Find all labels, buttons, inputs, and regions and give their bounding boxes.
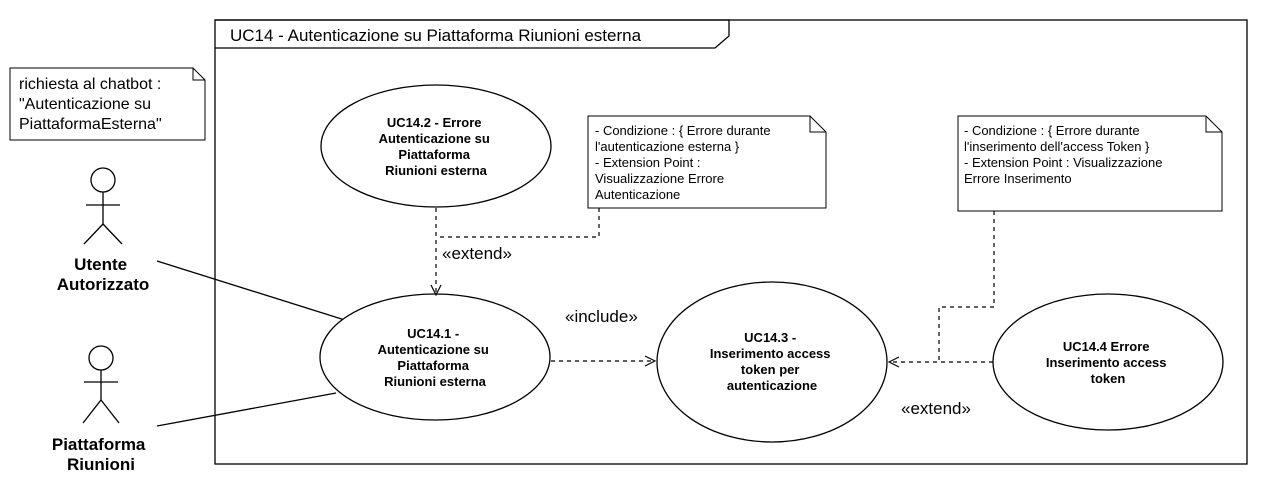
include-label: «include» xyxy=(565,307,638,326)
use-case-uc14-4[interactable]: UC14.4 Errore Inserimento access token xyxy=(992,293,1224,431)
actor-utente-label: Utente Autorizzato xyxy=(57,255,150,294)
uc14-1-label: UC14.1 - Autenticazione su Piattaforma R… xyxy=(378,326,493,389)
actor-piattaforma-label: Piattaforma Riunioni xyxy=(52,435,150,474)
association-utente-uc14-1 xyxy=(156,260,349,322)
uc14-4-label: UC14.4 Errore Inserimento access token xyxy=(1046,339,1170,386)
frame-title: UC14 - Autenticazione su Piattaforma Riu… xyxy=(230,26,642,45)
note-1-connector xyxy=(436,208,600,238)
uc14-2-label: UC14.2 - Errore Autenticazione su Piatta… xyxy=(379,115,494,178)
actor-utente-autorizzato[interactable]: Utente Autorizzato xyxy=(57,167,150,294)
extend-label-2: «extend» xyxy=(901,399,971,418)
uc14-frame: UC14 - Autenticazione su Piattaforma Riu… xyxy=(214,19,1248,465)
use-case-uc14-1[interactable]: UC14.1 - Autenticazione su Piattaforma R… xyxy=(319,293,551,421)
use-case-uc14-2[interactable]: UC14.2 - Errore Autenticazione su Piatta… xyxy=(320,84,552,208)
note-2-connector xyxy=(938,211,995,362)
actor-piattaforma-riunioni[interactable]: Piattaforma Riunioni xyxy=(52,345,150,474)
extend-label-1: «extend» xyxy=(442,244,512,263)
extension-condition-note-2: - Condizione : { Errore durante l'inseri… xyxy=(957,115,1223,212)
extension-condition-note-1: - Condizione : { Errore durante l'autent… xyxy=(587,115,827,209)
use-case-uc14-3[interactable]: UC14.3 - Inserimento access token per au… xyxy=(656,281,888,443)
condition-1-text: - Condizione : { Errore durante l'autent… xyxy=(595,123,774,202)
association-piattaforma-uc14-1 xyxy=(156,392,337,427)
chatbot-request-text: richiesta al chatbot : "Autenticazione s… xyxy=(19,76,166,133)
chatbot-request-note: richiesta al chatbot : "Autenticazione s… xyxy=(9,67,206,141)
uc14-3-label: UC14.3 - Inserimento access token per au… xyxy=(710,330,834,393)
condition-2-text: - Condizione : { Errore durante l'inseri… xyxy=(964,123,1166,186)
